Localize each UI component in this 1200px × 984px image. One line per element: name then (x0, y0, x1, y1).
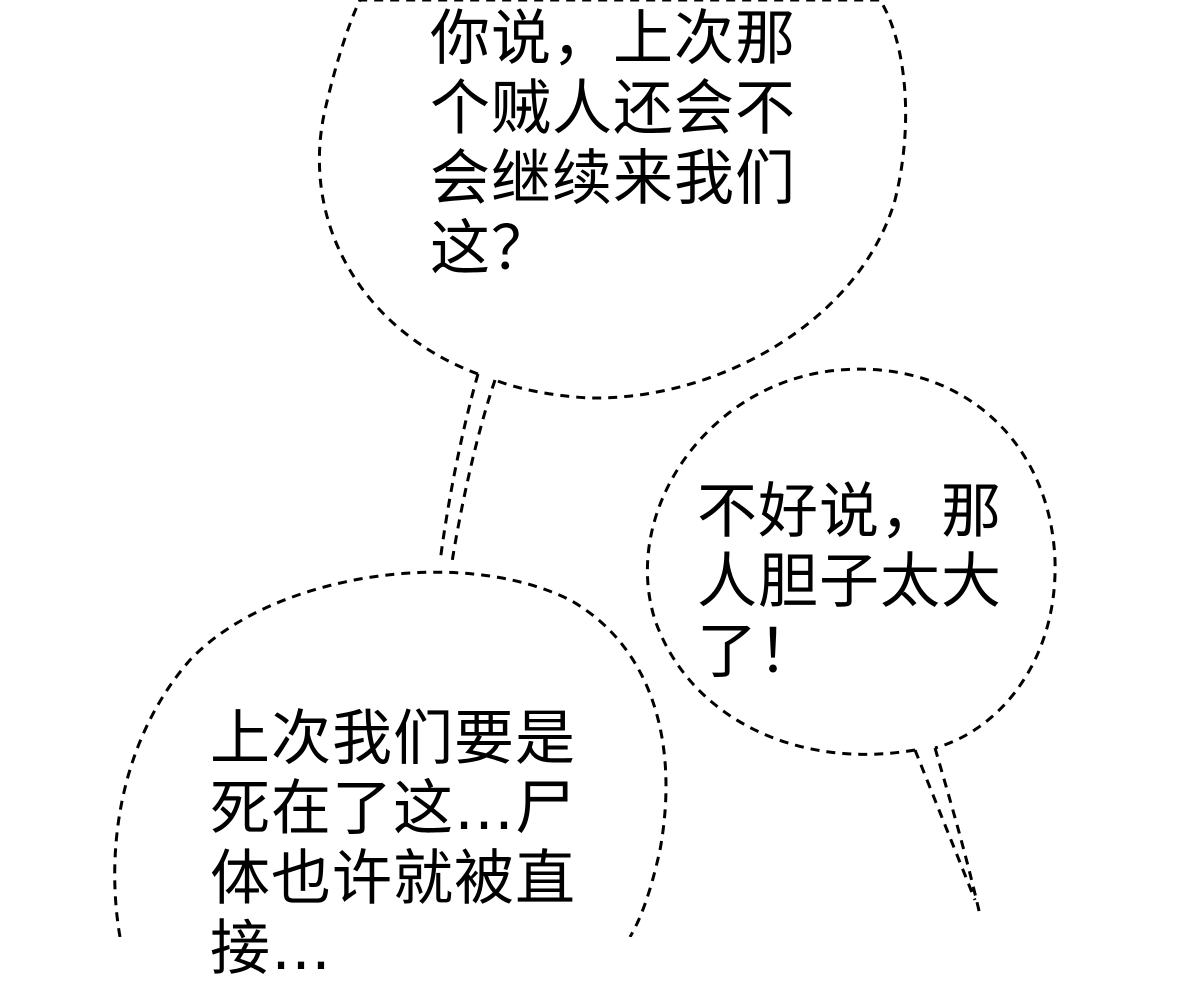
speech-bubble-top (317, 0, 908, 400)
speech-bubble-right-text: 不好说，那 人胆子太大 了！ (697, 477, 1002, 687)
speech-line: 体也许就被直 (210, 844, 576, 914)
speech-line: 死在了这…尸 (210, 774, 576, 844)
comic-panel: 你说，上次那 个贼人还会不 会继续来我们 这？ 不好说，那 人胆子太大 了！ 上… (113, 0, 1057, 984)
speech-line: 接… (210, 914, 332, 984)
speech-bubble-bottom (113, 570, 668, 938)
speech-bubble-right-tail (913, 747, 982, 916)
speech-line: 不好说，那 (697, 477, 1002, 547)
speech-line: 个贼人还会不 (430, 74, 796, 144)
speech-line: 了！ (697, 617, 819, 687)
speech-bubble-top-text: 你说，上次那 个贼人还会不 会继续来我们 这？ (430, 4, 796, 284)
speech-bubble-outlines (113, 0, 1057, 938)
speech-line: 人胆子太大 (697, 547, 1002, 617)
speech-bubble-top-tail (438, 373, 497, 563)
speech-line: 上次我们要是 (210, 704, 576, 774)
speech-bubble-right (645, 367, 1057, 756)
speech-line: 这？ (430, 214, 552, 284)
speech-bubble-bottom-text: 上次我们要是 死在了这…尸 体也许就被直 接… (210, 704, 576, 984)
speech-line: 你说，上次那 (430, 4, 796, 74)
speech-line: 会继续来我们 (430, 144, 796, 214)
